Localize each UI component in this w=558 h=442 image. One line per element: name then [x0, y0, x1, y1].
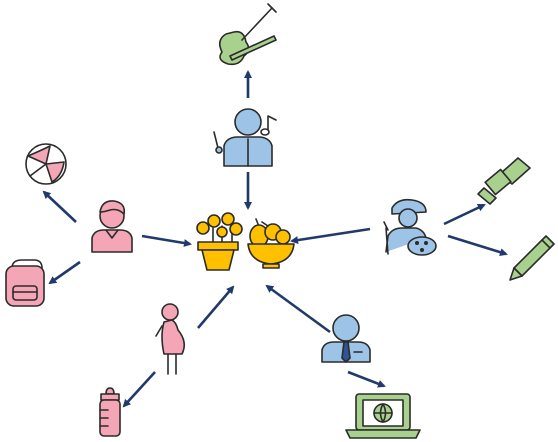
- arrows: [42, 70, 508, 408]
- school-backpack-icon: [5, 259, 45, 307]
- paint-brush-icon: [477, 157, 531, 205]
- arrow-painter-to-pencil: [447, 234, 508, 257]
- businessman-icon: [321, 314, 371, 363]
- arrow-boy-to-ball: [42, 190, 77, 223]
- violin-icon: [218, 3, 277, 66]
- flower-pot-icon: [196, 212, 243, 271]
- arrow-business-to-laptop: [347, 370, 386, 388]
- pregnant-woman-icon: [155, 303, 186, 375]
- laptop-icon: [345, 393, 421, 439]
- arrow-boy-to-backpack: [48, 260, 81, 285]
- beach-ball-icon: [25, 143, 67, 185]
- fruit-bowl-icon: [247, 218, 295, 269]
- arrow-boy-to-center: [141, 234, 192, 247]
- arrow-business-to-center: [265, 284, 331, 334]
- baby-bottle-icon: [99, 387, 121, 437]
- arrow-pregnant-to-bottle: [122, 371, 156, 408]
- arrow-pregnant-to-center: [197, 285, 235, 329]
- arrow-painter-to-brush: [443, 203, 486, 226]
- music-teacher-icon: [213, 108, 277, 167]
- boy-icon: [91, 200, 133, 253]
- painter-icon: [383, 198, 437, 256]
- arrow-painter-to-center: [290, 227, 371, 245]
- pencil-icon: [509, 235, 555, 281]
